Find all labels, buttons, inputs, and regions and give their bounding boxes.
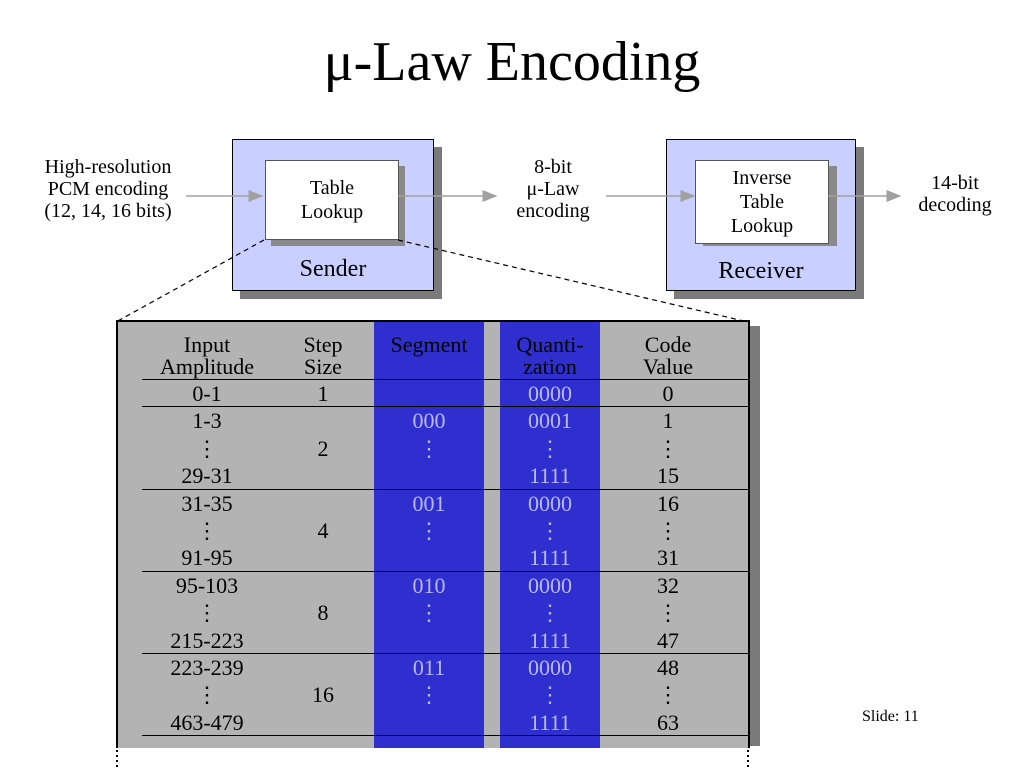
- cell-quantization: 0000: [528, 655, 572, 680]
- zoom-line-right: [397, 239, 749, 323]
- cell-step-size: 4: [317, 518, 329, 543]
- cell-code-value: 0: [662, 381, 674, 406]
- cell-code-value: ⋮: [657, 682, 679, 708]
- cell-code-value: 48: [657, 655, 679, 680]
- cell-step-size: 8: [317, 600, 329, 626]
- receiver-box: Inverse Table Lookup Receiver: [666, 139, 856, 291]
- cell-segment: ⋮: [418, 600, 440, 626]
- cell-segment: ⋮: [418, 682, 440, 708]
- cell-amplitude: 215-223: [170, 627, 244, 653]
- cell-code-value: 63: [657, 709, 679, 735]
- cell-amplitude: ⋮: [196, 518, 218, 543]
- cell-quantization: ⋮: [539, 435, 561, 461]
- table-rule: [142, 653, 748, 654]
- zoom-line-left: [115, 239, 265, 323]
- cell-quantization: 0001: [528, 408, 572, 434]
- cell-amplitude: ⋮: [196, 682, 218, 708]
- cell-amplitude: 29-31: [181, 463, 233, 489]
- cell-segment: 001: [412, 490, 446, 516]
- cell-quantization: 0000: [528, 490, 572, 516]
- cell-segment: ⋮: [418, 435, 440, 461]
- cell-code-value: 16: [657, 490, 679, 516]
- cell-amplitude: 223-239: [170, 655, 244, 680]
- cell-segment: 000: [412, 408, 446, 434]
- cell-step-size: 1: [317, 381, 329, 406]
- output-label: 14-bit decoding: [918, 172, 992, 216]
- sender-box: Table Lookup Sender: [232, 139, 434, 291]
- cell-code-value: 47: [657, 627, 679, 653]
- cell-amplitude: ⋮: [196, 435, 218, 461]
- cell-quantization: 1111: [529, 463, 571, 489]
- cell-quantization: 0000: [528, 381, 572, 406]
- cell-amplitude: ⋮: [196, 600, 218, 626]
- table-rule: [142, 735, 748, 737]
- cell-code-value: 1: [662, 408, 674, 434]
- cell-segment: 011: [412, 655, 446, 680]
- middle-label: 8-bit μ-Law encoding: [516, 156, 590, 222]
- cell-code-value: 31: [657, 545, 679, 571]
- input-label: High-resolution PCM encoding (12, 14, 16…: [44, 156, 172, 222]
- table-lookup-box: Table Lookup: [265, 160, 399, 240]
- cell-code-value: ⋮: [657, 600, 679, 626]
- header-segment: Segment: [390, 332, 468, 357]
- table-rule: [142, 406, 748, 408]
- inverse-table-lookup-box: Inverse Table Lookup: [695, 160, 829, 244]
- cell-quantization: ⋮: [539, 682, 561, 708]
- table-rule: [142, 488, 748, 490]
- cell-code-value: 32: [657, 572, 679, 598]
- header-quantization: Quanti-zation: [516, 332, 584, 379]
- cell-amplitude: 1-3: [192, 408, 222, 434]
- cell-code-value: ⋮: [657, 435, 679, 461]
- cell-quantization: 1111: [529, 545, 571, 571]
- cell-quantization: ⋮: [539, 518, 561, 543]
- cell-segment: 010: [412, 572, 446, 598]
- cell-amplitude: 95-103: [175, 572, 239, 598]
- cell-quantization: 0000: [528, 572, 572, 598]
- cell-quantization: 1111: [529, 627, 571, 653]
- table-rule: [142, 379, 748, 380]
- receiver-caption: Receiver: [718, 258, 804, 284]
- quantization-band: [500, 322, 600, 748]
- slide-number: Slide: 11: [862, 708, 919, 725]
- slide-title: μ-Law Encoding: [323, 31, 701, 93]
- cell-code-value: ⋮: [657, 518, 679, 543]
- cell-amplitude: 0-1: [192, 381, 222, 406]
- cell-segment: ⋮: [418, 518, 440, 543]
- cell-amplitude: 91-95: [181, 545, 233, 571]
- cell-code-value: 15: [657, 463, 679, 489]
- sender-caption: Sender: [299, 256, 367, 282]
- cell-amplitude: 463-479: [170, 709, 244, 735]
- segment-band: [374, 322, 484, 748]
- cell-step-size: 16: [312, 682, 334, 708]
- cell-step-size: 2: [317, 435, 329, 461]
- cell-quantization: ⋮: [539, 600, 561, 626]
- cell-quantization: 1111: [529, 709, 571, 735]
- cell-amplitude: 31-35: [181, 490, 233, 516]
- table-rule: [142, 570, 748, 572]
